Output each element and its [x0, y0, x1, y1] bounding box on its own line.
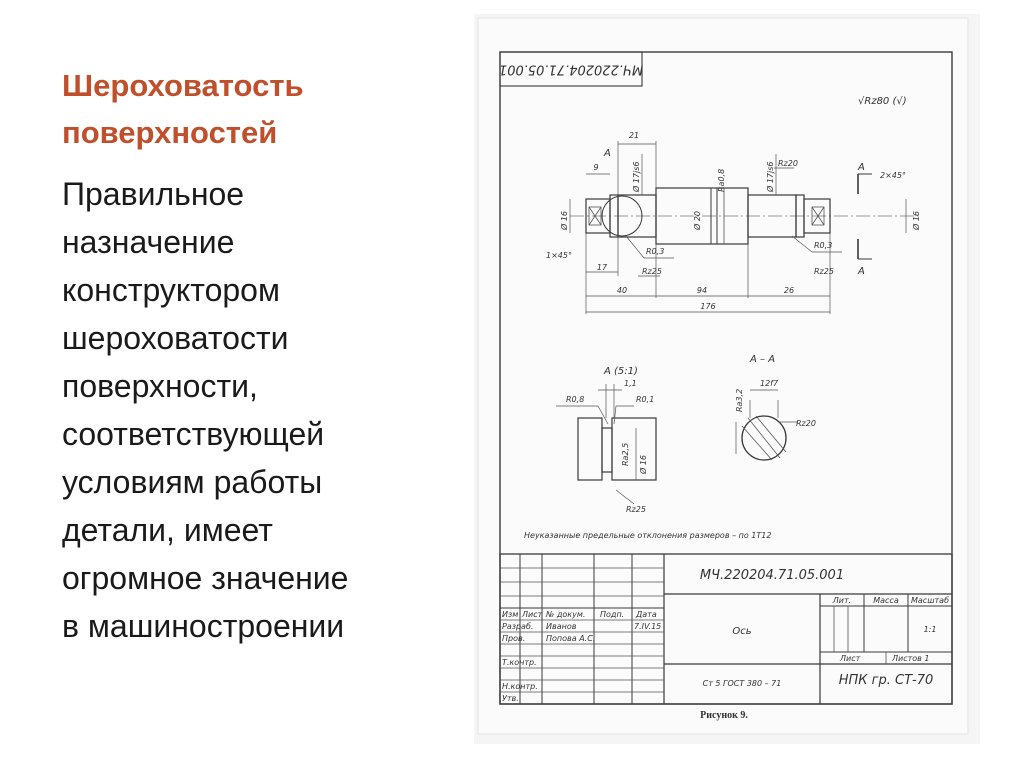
row-razrab-date: 7.IV.15 — [634, 622, 661, 631]
slide-body-text: Правильное назначение конструктором шеро… — [62, 170, 462, 650]
body-line-6: соответствующей — [62, 416, 325, 452]
dim-40: 40 — [617, 286, 627, 295]
row-list: Лист — [521, 610, 543, 619]
section-title: A – A — [749, 354, 775, 365]
rough-rz20: Rz20 — [778, 159, 798, 168]
dim-chamfer-right: 2×45° — [880, 171, 906, 180]
dim-21: 21 — [629, 131, 639, 140]
dim-d20: Ø 20 — [692, 211, 702, 231]
shaft-main-view — [569, 141, 920, 314]
radius-left: R0,3 — [646, 247, 664, 256]
scale-value: 1:1 — [924, 625, 937, 634]
detail-a-view — [556, 384, 657, 505]
detail-rough-rz25: Rz25 — [626, 505, 646, 514]
figure-caption: Рисунок 9. — [700, 710, 748, 721]
detail-a-title: A (5:1) — [603, 366, 638, 377]
row-utv: Утв. — [502, 694, 519, 703]
general-roughness: √Rz80 (√) — [858, 96, 907, 107]
title-line-1: Шероховатость — [62, 68, 304, 103]
row-razrab-name: Иванов — [546, 622, 577, 631]
dim-94: 94 — [697, 286, 707, 295]
rough-rz25-right: Rz25 — [814, 267, 834, 276]
row-prov-name: Попова А.С. — [546, 634, 595, 643]
title-block — [499, 553, 953, 705]
stamp-top-code: МЧ.220204.71.05.001 — [499, 62, 643, 77]
radius-right: R0,3 — [814, 241, 832, 250]
label-a-right-bottom: A — [857, 266, 865, 277]
body-line-10: в машиностроении — [62, 608, 345, 644]
row-razrab: Разраб. — [502, 622, 533, 631]
tolerance-note: Неуказанные предельные отклонения размер… — [524, 531, 771, 540]
body-line-2: назначение — [62, 224, 235, 260]
detail-dim-d16: Ø 16 — [638, 455, 648, 475]
section-rough-rz20: Rz20 — [796, 419, 816, 428]
body-line-8: детали, имеет — [62, 512, 273, 548]
dim-chamfer-left: 1×45° — [546, 251, 572, 260]
row-ndoc: № докум. — [545, 610, 585, 619]
row-izm: Изм — [502, 610, 518, 619]
section-dim-12f7: 12f7 — [760, 379, 779, 388]
dim-17: 17 — [597, 263, 608, 272]
dim-d16-left: Ø 16 — [559, 211, 569, 231]
row-nkontr: Н.контр. — [502, 682, 538, 691]
title-line-2: поверхностей — [62, 115, 278, 150]
dim-d17-right: Ø 17js6 — [765, 162, 775, 194]
label-a-left: A — [603, 148, 611, 159]
title-block-org: НПК гр. СТ-70 — [839, 673, 934, 688]
body-line-9: огромное значение — [62, 560, 349, 596]
header-scale: Масштаб — [911, 596, 949, 605]
sheet-label: Лист — [839, 654, 861, 663]
body-line-5: поверхности, — [62, 368, 258, 404]
header-mass: Масса — [873, 596, 899, 605]
row-prov: Пров. — [502, 634, 525, 643]
detail-rough-ra25: Ra2,5 — [621, 443, 630, 466]
detail-radius-r01: R0,1 — [636, 395, 654, 404]
section-rough-ra32: Ra3,2 — [735, 389, 744, 412]
body-line-3: конструктором — [62, 272, 280, 308]
body-line-1: Правильное — [62, 176, 245, 212]
row-podp: Подп. — [600, 610, 624, 619]
sheets-label: Листов 1 — [891, 654, 930, 663]
rough-ra08: Ra0,8 — [717, 169, 726, 192]
title-block-material: Ст 5 ГОСТ 380 – 71 — [703, 679, 782, 688]
row-data: Дата — [635, 610, 657, 619]
dim-26: 26 — [784, 286, 794, 295]
header-lit: Лит. — [832, 596, 851, 605]
title-block-part-name: Ось — [732, 626, 751, 637]
slide-title: Шероховатость поверхностей — [62, 62, 442, 156]
dim-176: 176 — [700, 302, 715, 311]
rough-rz25-left: Rz25 — [642, 267, 662, 276]
technical-drawing: МЧ.220204.71.05.001 √Rz80 (√) — [474, 14, 980, 744]
body-line-7: условиям работы — [62, 464, 323, 500]
detail-radius-r08: R0,8 — [566, 395, 584, 404]
detail-dim-1-1: 1,1 — [624, 379, 637, 388]
dim-9: 9 — [593, 163, 598, 172]
body-line-4: шероховатости — [62, 320, 289, 356]
row-tkontr: Т.контр. — [502, 658, 537, 667]
dim-d17-left: Ø 17js6 — [631, 162, 641, 194]
label-a-right: A — [857, 162, 865, 173]
dim-d16-right: Ø 16 — [911, 211, 921, 231]
title-block-code: МЧ.220204.71.05.001 — [700, 568, 844, 583]
section-a-a-view — [735, 389, 798, 461]
